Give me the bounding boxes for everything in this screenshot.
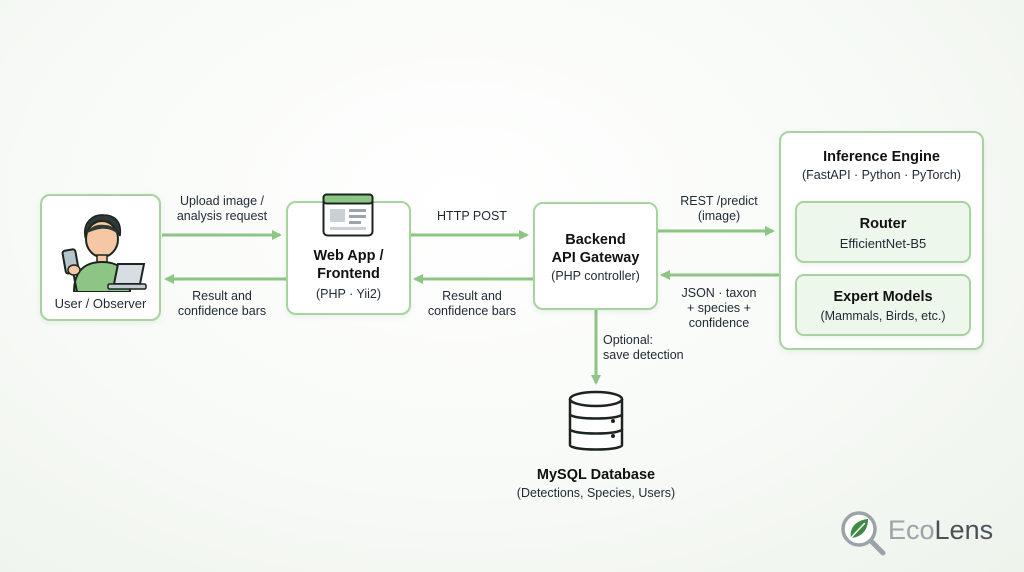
label-save-detection-line-1: Optional:: [603, 333, 654, 347]
label-result-to-web: Result and confidence bars: [412, 289, 532, 319]
browser-window-icon: [322, 193, 374, 237]
router-title: Router: [859, 216, 907, 232]
label-save-detection: Optional: save detection: [603, 333, 684, 363]
brand-eco: Eco: [888, 515, 935, 545]
user-node: User / Observer: [40, 194, 161, 321]
expert-models-node: Expert Models (Mammals, Birds, etc.): [795, 274, 971, 336]
gateway-title-line-2: API Gateway: [551, 250, 640, 266]
label-result-to-user: Result and confidence bars: [162, 289, 282, 319]
label-rest-predict-line-2: (image): [697, 209, 741, 223]
label-rest-predict: REST /predict (image): [659, 194, 779, 224]
ecolens-logo: EcoLens: [838, 508, 1008, 558]
router-node: Router EfficientNet-B5: [795, 201, 971, 263]
label-json-return-line-3: confidence: [688, 316, 750, 330]
label-result-to-user-line-1: Result and: [192, 289, 252, 303]
database-cylinder-icon: [568, 390, 624, 451]
label-result-to-web-line-2: confidence bars: [427, 304, 517, 318]
label-save-detection-line-2: save detection: [603, 348, 684, 362]
label-http-post: HTTP POST: [412, 209, 532, 224]
label-upload: Upload image / analysis request: [162, 194, 282, 224]
user-node-label: User / Observer: [54, 296, 147, 311]
gateway-node: Backend API Gateway (PHP controller): [533, 202, 658, 310]
engine-subtitle: (FastAPI · Python · PyTorch): [801, 168, 962, 182]
label-upload-line-1: Upload image /: [179, 194, 265, 208]
label-json-return-line-1: JSON · taxon: [681, 286, 757, 300]
database-title: MySQL Database: [536, 467, 656, 483]
label-upload-line-2: analysis request: [176, 209, 268, 223]
gateway-subtitle: (PHP controller): [551, 269, 640, 283]
label-json-return: JSON · taxon + species + confidence: [659, 286, 779, 331]
experts-subtitle: (Mammals, Birds, etc.): [820, 309, 946, 323]
webapp-title-line-1: Web App /: [313, 248, 384, 264]
label-json-return-line-2: + species +: [687, 301, 751, 315]
webapp-subtitle: (PHP · Yii2): [315, 287, 382, 301]
webapp-title-line-2: Frontend: [317, 266, 380, 282]
label-rest-predict-line-1: REST /predict: [680, 194, 758, 208]
gateway-title-line-1: Backend: [565, 232, 626, 248]
experts-title: Expert Models: [833, 289, 933, 305]
database-subtitle: (Detections, Species, Users): [516, 486, 676, 500]
label-http-post-line-1: HTTP POST: [437, 209, 507, 223]
brand-lens: Lens: [934, 515, 994, 545]
leaf-magnifier-icon: [841, 511, 886, 556]
user-with-phone-and-laptop-icon: [61, 214, 147, 292]
label-result-to-user-line-2: confidence bars: [177, 304, 267, 318]
router-subtitle: EfficientNet-B5: [839, 236, 927, 251]
label-result-to-web-line-1: Result and: [442, 289, 502, 303]
engine-title: Inference Engine: [823, 149, 940, 165]
inference-engine-node: Inference Engine (FastAPI · Python · PyT…: [779, 131, 984, 350]
